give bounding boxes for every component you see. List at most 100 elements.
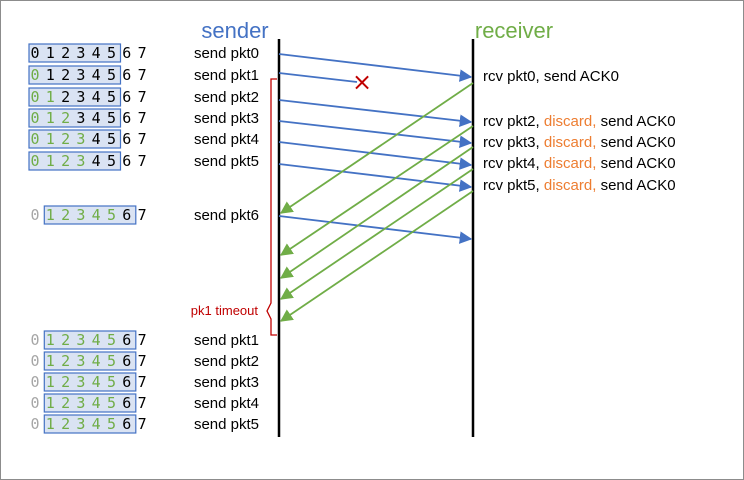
sequence-number: 4	[92, 394, 101, 412]
sequence-number: 7	[138, 66, 147, 84]
sender-window-box	[43, 372, 137, 392]
receiver-ack-text: send ACK0	[544, 68, 619, 85]
sequence-number: 6	[122, 109, 131, 127]
sequence-number: 3	[76, 66, 85, 84]
sequence-number: 3	[76, 152, 85, 170]
ack-arrows	[279, 82, 474, 322]
sequence-number: 4	[92, 88, 101, 106]
sequence-number: 3	[76, 352, 85, 370]
sequence-number: 7	[138, 394, 147, 412]
timeout-label: pk1 timeout	[191, 303, 259, 318]
sequence-number: 2	[61, 130, 70, 148]
sequence-number: 1	[46, 331, 55, 349]
sequence-number: 4	[92, 415, 101, 433]
sender-window-box	[43, 330, 137, 350]
receiver-rcv-text: rcv pkt5,	[483, 177, 544, 194]
sequence-number: 0	[30, 44, 39, 62]
data-packet-arrows	[278, 53, 473, 244]
receiver-event: rcv pkt3, discard, send ACK0	[483, 134, 676, 151]
sequence-number: 5	[107, 373, 116, 391]
sequence-number: 6	[122, 331, 131, 349]
sequence-number: 5	[107, 109, 116, 127]
send-packet-label: send pkt2	[194, 353, 259, 370]
sequence-number: 3	[76, 130, 85, 148]
receiver-discard-text: discard,	[544, 155, 601, 172]
sender-window-box	[43, 393, 137, 413]
receiver-ack-text: send ACK0	[601, 113, 676, 130]
sequence-number: 5	[107, 88, 116, 106]
ack-arrow-4	[279, 168, 474, 300]
sequence-number: 7	[138, 206, 147, 224]
sequence-number: 6	[122, 394, 131, 412]
sequence-number: 7	[138, 44, 147, 62]
sequence-number: 7	[138, 415, 147, 433]
sequence-number: 6	[122, 206, 131, 224]
sequence-number: 2	[61, 331, 70, 349]
sequence-number: 2	[61, 44, 70, 62]
sequence-number: 1	[46, 373, 55, 391]
ack-arrow-5	[279, 190, 474, 322]
sequence-number: 1	[46, 352, 55, 370]
sequence-number: 3	[76, 206, 85, 224]
sequence-number: 2	[61, 152, 70, 170]
sender-window-box	[28, 129, 122, 149]
sequence-number: 5	[107, 206, 116, 224]
sequence-number: 5	[107, 352, 116, 370]
receiver-rcv-text: rcv pkt0,	[483, 68, 544, 85]
send-packet-label: send pkt3	[194, 110, 259, 127]
sequence-number: 4	[92, 352, 101, 370]
sequence-number: 5	[107, 152, 116, 170]
sequence-number: 1	[46, 66, 55, 84]
sequence-number: 0	[30, 415, 39, 433]
sequence-number: 6	[122, 352, 131, 370]
sequence-number: 4	[92, 331, 101, 349]
receiver-rcv-text: rcv pkt2,	[483, 113, 544, 130]
sequence-number: 7	[138, 130, 147, 148]
sender-window-box	[43, 414, 137, 434]
sequence-number: 5	[107, 394, 116, 412]
receiver-event: rcv pkt5, discard, send ACK0	[483, 177, 676, 194]
sequence-number: 0	[30, 394, 39, 412]
sequence-number: 0	[30, 66, 39, 84]
pkt4-arrow	[278, 141, 473, 170]
sequence-number: 0	[30, 373, 39, 391]
send-packet-label: send pkt4	[194, 131, 259, 148]
sequence-number: 5	[107, 66, 116, 84]
pkt2-arrow	[278, 99, 473, 127]
sequence-number: 6	[122, 152, 131, 170]
receiver-title: receiver	[475, 18, 553, 43]
sequence-number: 1	[46, 152, 55, 170]
receiver-discard-text: discard,	[544, 177, 601, 194]
sequence-number: 0	[30, 331, 39, 349]
pkt3-arrow	[278, 120, 473, 148]
sequence-number: 7	[138, 331, 147, 349]
sequence-number: 2	[61, 206, 70, 224]
sequence-number: 4	[92, 130, 101, 148]
sequence-number: 5	[107, 44, 116, 62]
sender-window-box	[28, 87, 122, 107]
send-packet-label: send pkt5	[194, 153, 259, 170]
sequence-number: 4	[92, 206, 101, 224]
sender-window-box	[43, 205, 137, 225]
sequence-number: 5	[107, 130, 116, 148]
sequence-number: 3	[76, 394, 85, 412]
sequence-number: 2	[61, 373, 70, 391]
sequence-number: 1	[46, 88, 55, 106]
sequence-number: 7	[138, 109, 147, 127]
sequence-number: 7	[138, 352, 147, 370]
sequence-number: 0	[30, 109, 39, 127]
receiver-rcv-text: rcv pkt3,	[483, 134, 544, 151]
sender-window-box	[43, 351, 137, 371]
sequence-number: 2	[61, 352, 70, 370]
sequence-number: 6	[122, 44, 131, 62]
sequence-number: 3	[76, 331, 85, 349]
sequence-number: 4	[92, 373, 101, 391]
